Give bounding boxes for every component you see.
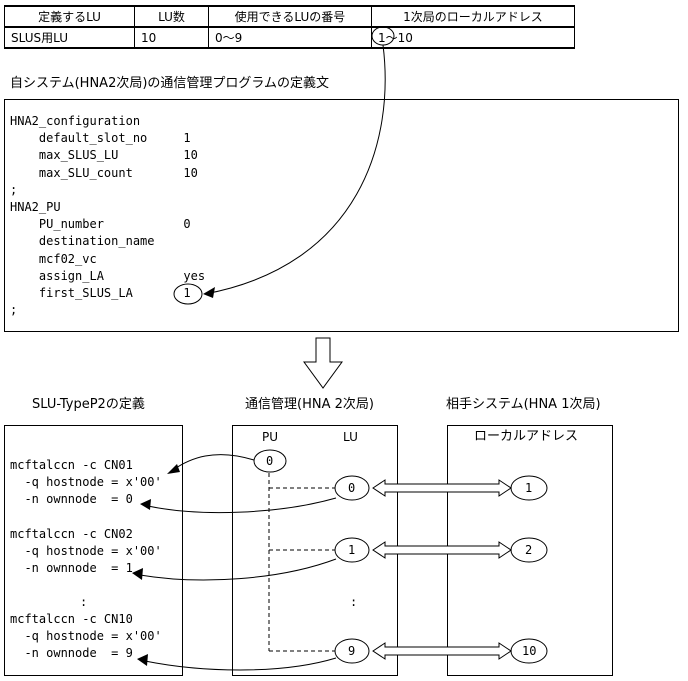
definition-line: PU_number 0 — [10, 217, 191, 232]
lu-label: LU — [343, 430, 358, 444]
definition-line: first_SLUS_LA 1 — [10, 286, 191, 300]
cell-lu: SLUS用LU — [4, 26, 135, 49]
definition-line: HNA2_PU — [10, 200, 61, 214]
down-arrow-icon — [303, 337, 343, 389]
slu-ellipsis: : — [80, 595, 88, 609]
slu-def-2-q: -q hostnode = x'00' — [10, 544, 162, 558]
lu-ellipsis: : — [350, 595, 358, 609]
definition-title: 自システム(HNA2次局)の通信管理プログラムの定義文 — [10, 76, 330, 91]
right-panel-header: ローカルアドレス — [474, 429, 579, 444]
lu-table: 定義するLU LU数 使用できるLUの番号 1次局のローカルアドレス SLUS用… — [4, 5, 575, 49]
slu-def-1-cmd: mcftalccn -c CN01 — [10, 458, 133, 472]
definition-line: max_SLU_count 10 — [10, 165, 198, 180]
cell-lu-count: 10 — [134, 26, 209, 49]
definition-box — [4, 99, 679, 332]
definition-line: max_SLUS_LU 10 — [10, 148, 198, 163]
left-panel-title: SLU-TypeP2の定義 — [32, 397, 145, 412]
slu-def-3-cmd: mcftalccn -c CN10 — [10, 612, 133, 626]
definition-line: ; — [10, 182, 18, 197]
arrowhead-icon — [137, 654, 148, 666]
addr-node-10-label: 10 — [522, 644, 537, 658]
arrowhead-icon — [203, 287, 215, 298]
slu-def-1-n: -n ownnode = 0 — [10, 492, 133, 506]
double-arrow-icon — [372, 642, 512, 660]
slu-def-3-n: -n ownnode = 9 — [10, 646, 133, 660]
definition-line: ; — [10, 303, 18, 318]
lu-node-0 — [334, 475, 370, 501]
def-highlight-ellipse — [173, 283, 203, 305]
definition-line: default_slot_no 1 — [10, 131, 191, 146]
slu-def-2-cmd: mcftalccn -c CN02 — [10, 527, 133, 541]
right-panel-title: 相手システム(HNA 1次局) — [446, 397, 601, 412]
curve-lu9-to-cn10 — [144, 657, 337, 671]
slu-def-1-q: -q hostnode = x'00' — [10, 475, 162, 489]
header-lu-numbers: 使用できるLUの番号 — [208, 5, 372, 28]
double-arrow-icon — [372, 541, 512, 559]
cell-lu-numbers: 0〜9 — [208, 26, 372, 49]
double-arrow-icon — [372, 479, 512, 497]
lu-node-9 — [334, 638, 370, 664]
curve-lu0-to-cn01 — [147, 497, 337, 514]
table-highlight-ellipse — [371, 26, 395, 46]
definition-line: mcf02_vc — [10, 251, 97, 266]
definition-line: assign_LA yes — [10, 268, 206, 283]
arrowhead-icon — [140, 499, 151, 510]
arrowhead-icon — [167, 464, 180, 474]
definition-line: HNA2_configuration — [10, 114, 141, 128]
pu-node — [253, 449, 287, 473]
header-lu: 定義するLU — [4, 5, 135, 28]
definition-line: destination_name — [10, 234, 155, 249]
pu-node-label: 0 — [266, 454, 274, 468]
cell-local-address: 1〜10 — [371, 26, 575, 49]
header-local-address: 1次局のローカルアドレス — [371, 5, 575, 28]
addr-node-1-label: 1 — [525, 481, 533, 495]
slu-def-2-n: -n ownnode = 1 — [10, 561, 133, 575]
arrowhead-icon — [132, 568, 143, 580]
mapping-curve — [204, 44, 386, 295]
pu-label: PU — [262, 430, 279, 444]
lu-node-1-label: 1 — [348, 543, 356, 557]
curve-lu1-to-cn02 — [139, 558, 337, 581]
mid-panel-title: 通信管理(HNA 2次局) — [245, 397, 374, 412]
addr-node-2-label: 2 — [525, 543, 533, 557]
lu-node-0-label: 0 — [348, 481, 356, 495]
slu-def-3-q: -q hostnode = x'00' — [10, 629, 162, 643]
lu-node-9-label: 9 — [348, 644, 356, 658]
lu-node-1 — [334, 537, 370, 563]
panel-slu-definition — [4, 425, 183, 676]
curve-pu-to-cn01 — [172, 454, 255, 471]
